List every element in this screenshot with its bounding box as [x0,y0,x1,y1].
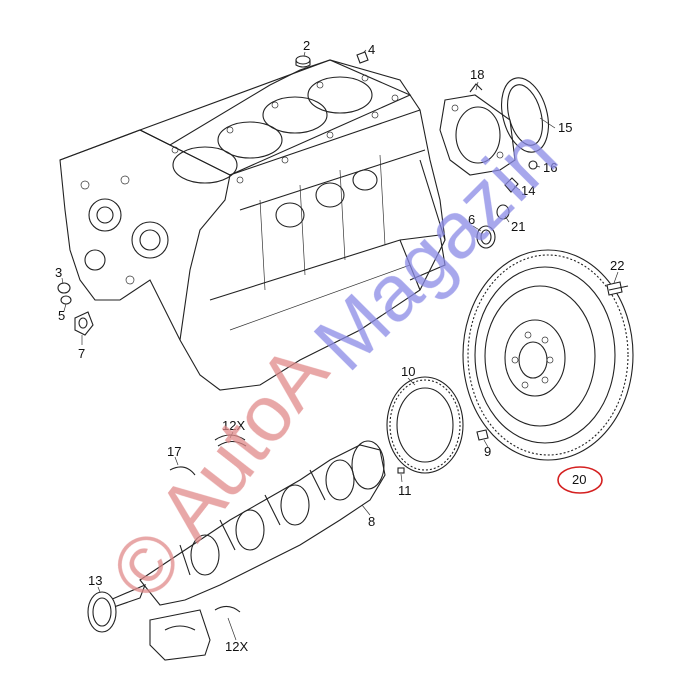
engine-block-drawing [59,59,446,391]
callout-12x-bottom: 12X [225,639,248,654]
part-18-housing [439,83,516,176]
callout-11: 11 [398,483,412,498]
part-bearing-cap [149,605,241,661]
crankshaft-drawing [103,440,386,611]
callout-3: 3 [55,265,62,280]
part-17 [169,466,196,476]
part-9 [476,429,489,441]
flywheel-drawing [462,249,634,461]
part-6-seal [476,225,496,249]
callout-20: 20 [572,472,586,487]
part-12x-top-shells [214,434,247,447]
part-15-seal-ring [501,77,549,153]
part-16 [528,160,538,170]
callout-14: 14 [521,183,535,198]
callout-22: 22 [610,258,624,273]
callout-16: 16 [543,160,557,175]
callout-18: 18 [470,67,484,82]
callout-10: 10 [401,364,415,379]
callout-4: 4 [368,42,375,57]
highlight-circle [557,466,603,494]
callout-17: 17 [167,444,181,459]
callout-2: 2 [303,38,310,53]
part-10-ring-gear [386,376,464,474]
callout-6: 6 [468,212,475,227]
callout-9: 9 [484,444,491,459]
callout-labels: 2 4 18 15 16 14 6 21 22 3 5 7 10 9 11 20… [55,38,624,654]
callout-13: 13 [88,573,102,588]
part-11 [397,467,405,474]
callout-15: 15 [558,120,572,135]
callout-12x-top: 12X [222,418,245,433]
part-14 [504,177,519,193]
part-7 [74,311,94,336]
part-4-dowel [356,51,369,64]
part-21 [496,204,510,220]
part-3 [57,282,71,294]
callout-7: 7 [78,346,85,361]
part-5 [60,295,72,305]
leader-lines [61,49,619,641]
callout-5: 5 [58,308,65,323]
callout-21: 21 [511,219,525,234]
callout-8: 8 [368,514,375,529]
part-13-seal [87,591,117,633]
part-2-plug [295,55,311,68]
part-22-bolt [606,281,629,296]
